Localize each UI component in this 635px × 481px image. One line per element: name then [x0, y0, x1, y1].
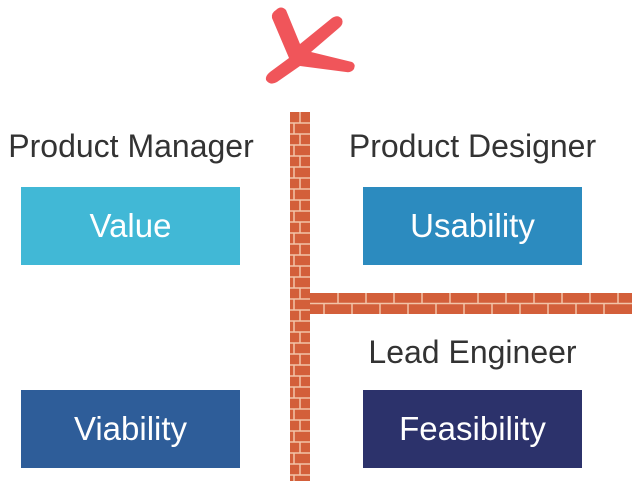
- usability-box: Usability: [363, 187, 582, 265]
- viability-box: Viability: [21, 390, 240, 468]
- role-product-designer: Product Designer: [348, 128, 597, 164]
- vertical-brick-wall: [290, 112, 310, 481]
- role-product-manager: Product Manager: [8, 128, 254, 164]
- horizontal-brick-wall: [310, 293, 632, 314]
- value-box: Value: [21, 187, 240, 265]
- red-x-icon: [265, 7, 355, 84]
- feasibility-box: Feasibility: [363, 390, 582, 468]
- role-lead-engineer: Lead Engineer: [368, 334, 577, 370]
